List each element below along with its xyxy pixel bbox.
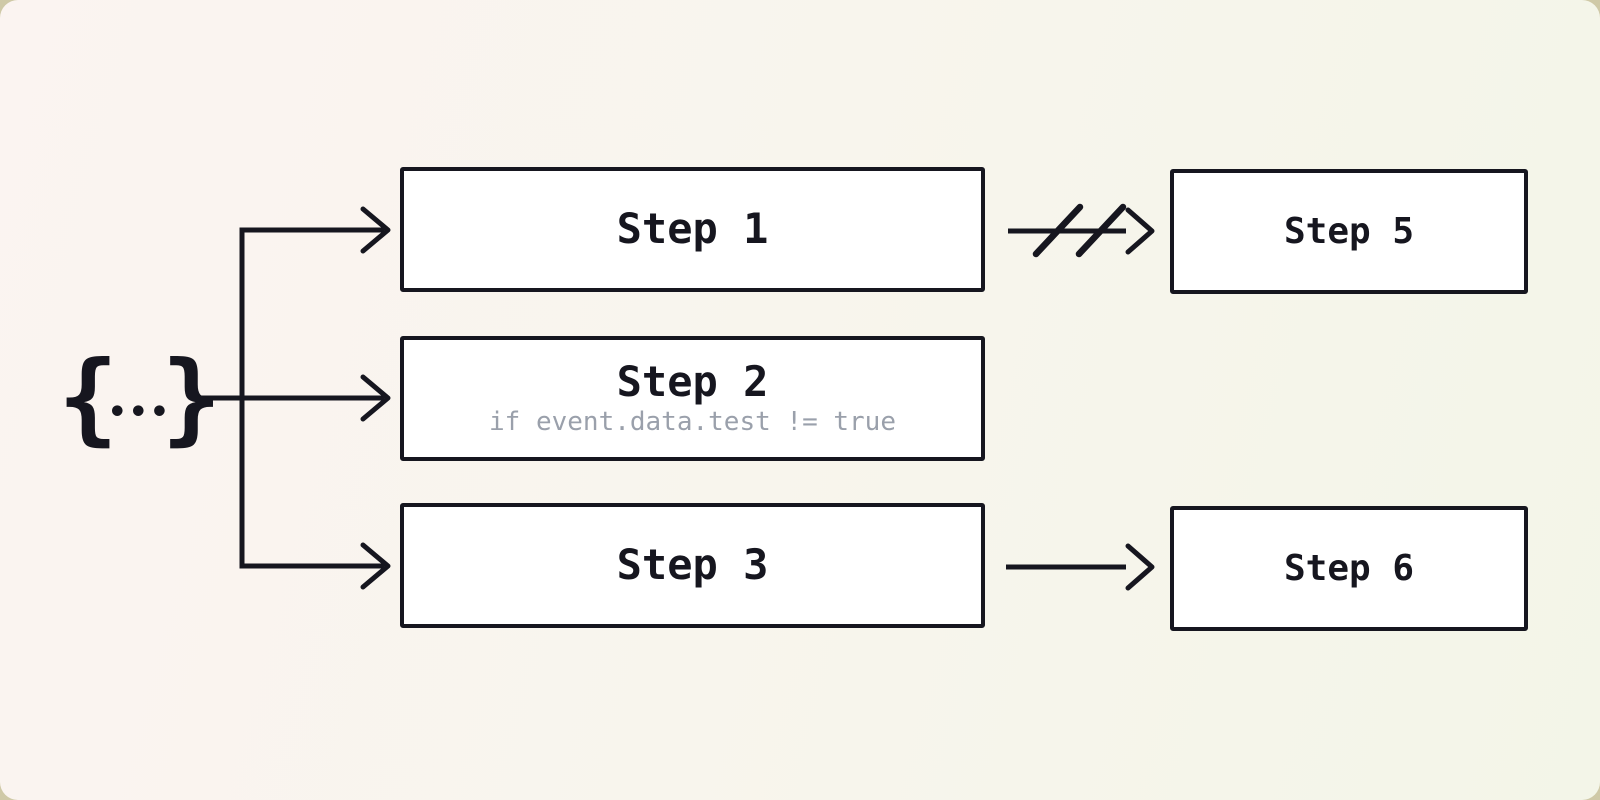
node-step-1[interactable]: Step 1 [400, 167, 985, 292]
node-step-2[interactable]: Step 2 if event.data.test != true [400, 336, 985, 461]
node-step-2-label: Step 2 [616, 357, 769, 407]
node-step-6-label: Step 6 [1283, 547, 1415, 589]
node-step-5-label: Step 5 [1283, 210, 1415, 252]
node-step-5[interactable]: Step 5 [1170, 169, 1528, 294]
cancel-slash-1 [1032, 203, 1084, 258]
arrowhead-step1 [360, 206, 391, 254]
ellipsis-dots-icon: ••• [108, 395, 172, 430]
arrowhead-step3 [360, 542, 391, 590]
node-step-6[interactable]: Step 6 [1170, 506, 1528, 631]
node-step-3-label: Step 3 [616, 540, 769, 590]
node-step-1-label: Step 1 [616, 204, 769, 254]
open-brace: { [58, 339, 119, 456]
close-brace: } [161, 339, 222, 456]
arrowhead-step5 [1125, 207, 1155, 255]
arrowhead-step2 [360, 374, 391, 422]
node-step-2-condition: if event.data.test != true [489, 406, 896, 437]
json-event-node[interactable]: { ••• } [58, 339, 222, 456]
node-step-3[interactable]: Step 3 [400, 503, 985, 628]
cancel-slash-2 [1075, 203, 1127, 258]
arrowhead-step6 [1125, 543, 1155, 591]
